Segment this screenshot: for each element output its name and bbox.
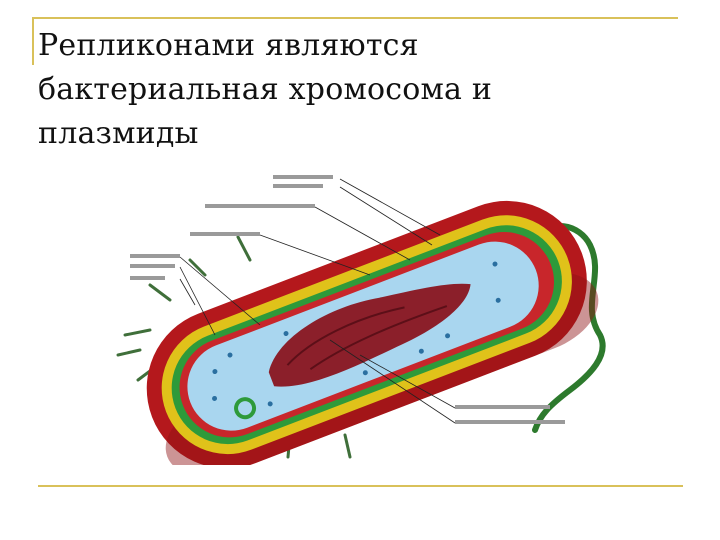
ribosomes <box>212 261 501 407</box>
plasmid <box>234 397 257 420</box>
leader-lines <box>179 178 456 424</box>
title-line-1: Репликонами являются <box>38 28 419 63</box>
bacterial-cell-diagram <box>116 175 606 465</box>
slide-frame-bottom <box>38 485 683 487</box>
flagellum <box>527 223 606 433</box>
slide-frame-left <box>32 17 34 65</box>
title-line-3: плазмиды <box>38 116 199 151</box>
nucleoid <box>268 283 471 387</box>
slide-frame-top <box>33 17 678 19</box>
label-placeholder-bars <box>130 175 565 424</box>
title-line-2: бактериальная хромосома и <box>38 72 493 107</box>
slide-title: Репликонами являются бактериальная хромо… <box>38 24 638 156</box>
